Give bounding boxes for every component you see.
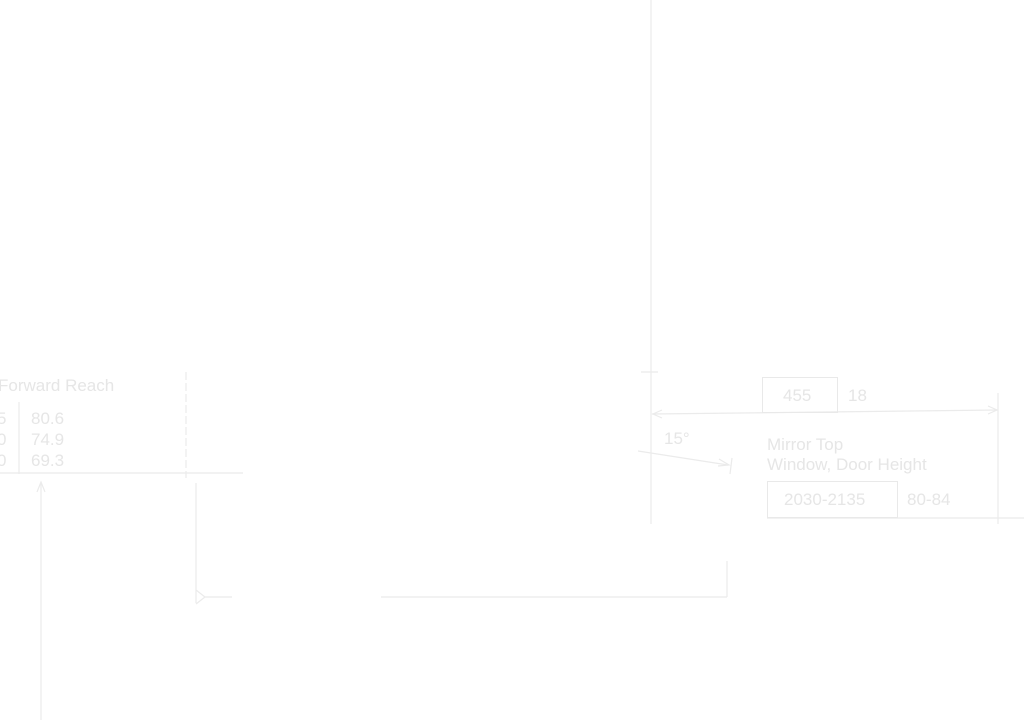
reach-right-value-1: 80.6: [31, 409, 65, 428]
mirror-title-line1: Mirror Top: [767, 435, 844, 454]
angle-end: [729, 457, 733, 475]
reach-left-value-1: 5: [0, 409, 7, 428]
forward-reach-title: Forward Reach: [0, 376, 115, 395]
top-dimension-mm: 455: [783, 386, 812, 405]
reach-arrow-head: [36, 480, 46, 493]
reach-right-value-2: 74.9: [31, 430, 65, 449]
reach-left-value-2: 0: [0, 430, 7, 449]
angle-label: 15°: [664, 429, 690, 448]
mirror-title-line2: Window, Door Height: [767, 455, 927, 474]
top-dimension-mm-box: [762, 377, 838, 413]
dimension-arrow-left: [651, 409, 663, 419]
reach-left-value-3: 0: [0, 451, 7, 470]
top-dimension-in: 18: [848, 386, 867, 405]
reach-right-value-3: 69.3: [31, 451, 65, 470]
mirror-dimension-in: 80-84: [907, 490, 951, 509]
dimension-arrow-right: [987, 405, 999, 415]
mirror-dimension-box: [767, 481, 898, 518]
angle-line: [637, 450, 729, 466]
mirror-dimension-mm: 2030-2135: [784, 490, 866, 509]
connector-tick: [195, 589, 206, 605]
angle-arrow: [717, 458, 731, 467]
